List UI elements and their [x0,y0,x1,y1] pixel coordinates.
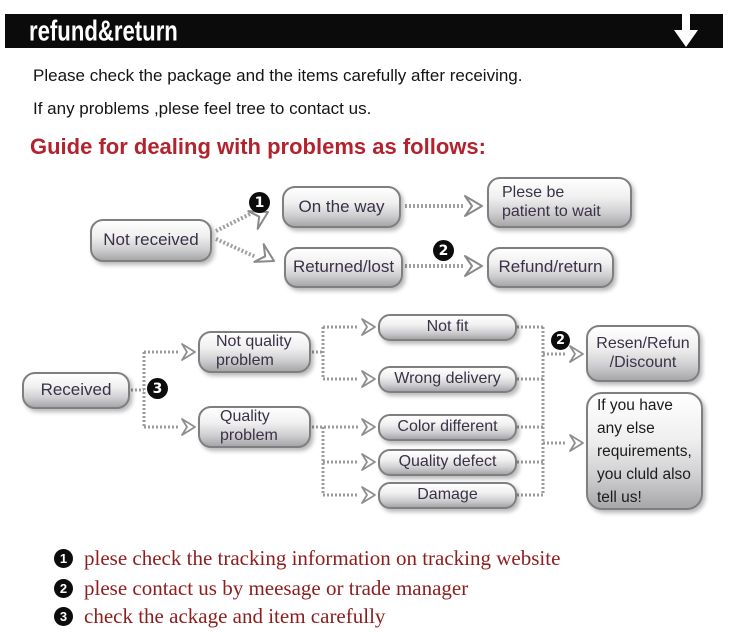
node-if-you-have-requirements: If you have any else requirements, you c… [586,392,703,510]
footnote-3-badge: 3 [54,607,73,626]
intro-line-1: Please check the package and the items c… [33,66,523,85]
node-refund-return: Refund/return [487,247,614,288]
guide-heading: Guide for dealing with problems as follo… [30,134,486,159]
node-color-different: Color different [378,414,517,441]
badge-step-2: 2 [433,240,454,261]
intro-line-2: If any problems ,plese feel tree to cont… [33,99,372,118]
node-plese-be-patient: Plese be patient to wait [487,177,632,228]
footnote-1-badge: 1 [54,549,73,568]
badge-step-1: 1 [249,192,270,213]
footnote-2-text: plese contact us by meesage or trade man… [84,576,469,600]
badge-step-3: 3 [147,378,168,399]
footnote-2: 2 plese contact us by meesage or trade m… [54,576,468,601]
node-wrong-delivery: Wrong delivery [378,366,517,393]
node-not-quality-problem: Not quality problem [198,331,311,373]
node-quality-problem: Quality problem [198,406,311,448]
footnote-3-text: check the ackage and item carefully [84,604,386,628]
node-received: Received [22,372,130,409]
footnote-1: 1 plese check the tracking information o… [54,546,560,571]
node-not-fit: Not fit [378,314,517,341]
banner-title: refund&return [29,14,178,47]
down-arrow-icon [674,14,698,47]
node-not-received: Not received [90,219,212,262]
node-resen-refun-discount: Resen/Refun /Discount [586,325,700,382]
footnote-3: 3 check the ackage and item carefully [54,604,385,629]
node-damage: Damage [378,482,517,509]
node-returned-lost: Returned/lost [284,247,403,288]
footnote-1-text: plese check the tracking information on … [84,546,561,570]
node-quality-defect: Quality defect [378,449,517,476]
banner: refund&return [5,14,723,48]
badge-step-2b: 2 [551,331,570,350]
node-on-the-way: On the way [282,186,401,228]
footnote-2-badge: 2 [54,579,73,598]
